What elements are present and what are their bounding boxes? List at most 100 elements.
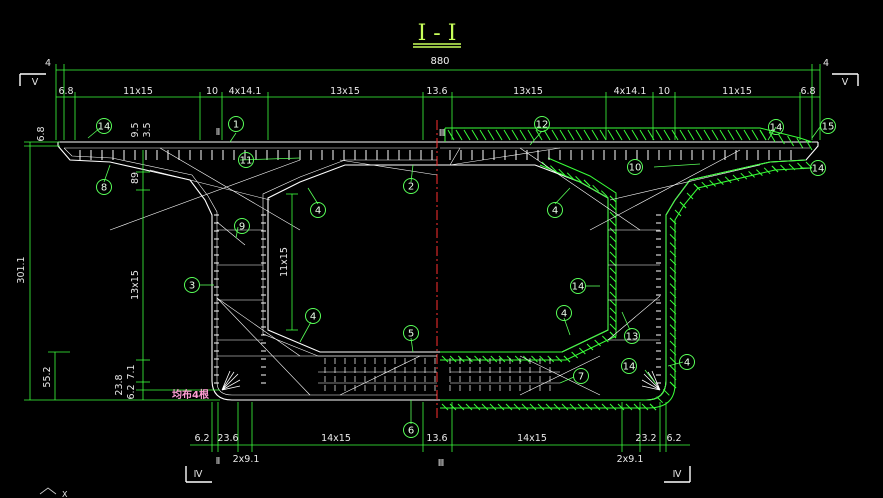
svg-text:11: 11 <box>240 156 253 167</box>
svg-text:10: 10 <box>629 163 642 174</box>
bubble-9-7: 9 <box>234 218 250 234</box>
svg-text:14: 14 <box>623 362 636 373</box>
leader-lines <box>87 126 821 424</box>
svg-text:X: X <box>62 490 68 498</box>
inner-top-b-label: 9.5 <box>130 122 141 137</box>
bubble-4-8: 4 <box>305 308 321 324</box>
bottom-dimension-lines <box>190 402 690 452</box>
section-mark-iv-left: Ⅳ <box>185 466 212 483</box>
inner-web-dimension-label: 11x15 <box>279 247 290 277</box>
bubble-14-21: 14 <box>621 358 637 374</box>
inner-top-a-label: 3.5 <box>142 122 153 137</box>
svg-text:14: 14 <box>812 164 825 175</box>
left-bottom-small-label: 55.2 <box>42 366 53 387</box>
top-dim-label-8: 10 <box>658 86 670 97</box>
bubble-14-17: 14 <box>810 160 826 176</box>
section-mark-iii-top: Ⅲ <box>439 128 446 139</box>
bubble-3-6: 3 <box>184 277 200 293</box>
svg-text:14: 14 <box>770 123 783 134</box>
bottom-dim-label-1: 23.6 <box>217 433 238 444</box>
right-rebar-ticks <box>449 150 792 392</box>
svg-text:7: 7 <box>578 372 584 383</box>
rebar-note: 均布4根 <box>172 388 209 401</box>
bubble-11-3: 11 <box>238 152 254 168</box>
bottom-b-label: 6.2 <box>126 384 137 399</box>
web-spacing-label: 13x15 <box>130 270 141 300</box>
svg-text:5: 5 <box>408 329 414 340</box>
section-mark-ii-top: Ⅱ <box>216 127 221 138</box>
top-dim-label-6: 13x15 <box>513 86 543 97</box>
svg-text:13: 13 <box>626 332 639 343</box>
top-dimension-labels: 6.8 11x15 10 4x14.1 13x15 13.6 13x15 4x14.1 10 11… <box>58 86 815 97</box>
bubble-4-22: 4 <box>679 354 695 370</box>
left-dimension-lines <box>24 141 220 401</box>
section-mark-v-left: Ⅴ <box>19 73 46 88</box>
svg-text:4: 4 <box>315 206 321 217</box>
right-rebar-pattern <box>440 147 810 396</box>
bubble-4-4: 4 <box>310 202 326 218</box>
bubble-1-0: 1 <box>228 116 244 132</box>
left-rebar-ticks <box>79 150 436 392</box>
bottom-dim-label-2: 14x15 <box>321 433 351 444</box>
svg-text:Ⅳ: Ⅳ <box>194 469 203 480</box>
svg-text:4: 4 <box>310 312 316 323</box>
bottom-a-label: 23.8 <box>114 374 125 395</box>
bottom-c-label: 7.1 <box>126 364 137 379</box>
section-mark-iv-right: Ⅳ <box>664 466 691 483</box>
svg-text:15: 15 <box>822 122 835 133</box>
bubble-13-20: 13 <box>624 328 640 344</box>
svg-text:14: 14 <box>98 122 111 133</box>
section-mark-ii-bottom: Ⅱ <box>216 456 221 467</box>
svg-text:Ⅳ: Ⅳ <box>673 469 682 480</box>
bubble-6-10: 6 <box>403 422 419 438</box>
right-hatch-strokes <box>441 129 813 411</box>
svg-text:Ⅴ: Ⅴ <box>32 77 39 88</box>
bubble-7-11: 7 <box>573 368 589 384</box>
section-mark-iii-bottom: Ⅲ <box>438 458 445 469</box>
svg-text:3: 3 <box>189 281 195 292</box>
bottom-dim-label-5: 23.2 <box>635 433 656 444</box>
bottom-dim-label-3: 13.6 <box>426 433 447 444</box>
bottom-sub-right-label: 2x9.1 <box>617 454 644 465</box>
total-width-label: 880 <box>430 56 449 67</box>
inner-top-c-label: 89 <box>130 172 141 184</box>
bubble-4-19: 4 <box>556 305 572 321</box>
svg-text:12: 12 <box>536 120 549 131</box>
top-dim-label-0: 6.8 <box>58 86 73 97</box>
ucs-icon: X <box>39 487 68 498</box>
top-dim-label-1: 11x15 <box>123 86 153 97</box>
left-height-label: 301.1 <box>16 256 27 283</box>
bubble-2-5: 2 <box>403 178 419 194</box>
anchor-fan-left <box>221 370 241 391</box>
top-dim-label-4: 13x15 <box>330 86 360 97</box>
svg-text:4: 4 <box>561 309 567 320</box>
section-mark-v-right: Ⅴ <box>832 73 859 88</box>
bottom-dim-label-6: 6.2 <box>666 433 681 444</box>
bubble-8-2: 8 <box>96 179 112 195</box>
svg-text:14: 14 <box>572 282 585 293</box>
bubble-10-14: 10 <box>627 159 643 175</box>
bubble-5-9: 5 <box>403 325 419 341</box>
top-dim-label-7: 4x14.1 <box>614 86 647 97</box>
top-dim-label-9: 11x15 <box>722 86 752 97</box>
svg-text:4: 4 <box>552 206 558 217</box>
top-dim-label-3: 4x14.1 <box>229 86 262 97</box>
inner-web-dimension <box>286 193 298 331</box>
bubble-14-15: 14 <box>768 119 784 135</box>
svg-text:1: 1 <box>233 120 239 131</box>
svg-text:6: 6 <box>408 426 414 437</box>
left-top-small-label: 6.8 <box>36 126 47 141</box>
top-dim-label-2: 10 <box>206 86 218 97</box>
top-edge-left-label: 4 <box>45 58 51 69</box>
bubble-12-12: 12 <box>534 116 550 132</box>
bubble-14-18: 14 <box>570 278 586 294</box>
girder-outline <box>57 120 819 420</box>
bottom-dim-label-0: 6.2 <box>194 433 209 444</box>
top-dim-label-5: 13.6 <box>426 86 447 97</box>
anchor-fan-right <box>641 370 661 391</box>
top-edge-right-label: 4 <box>823 58 829 69</box>
